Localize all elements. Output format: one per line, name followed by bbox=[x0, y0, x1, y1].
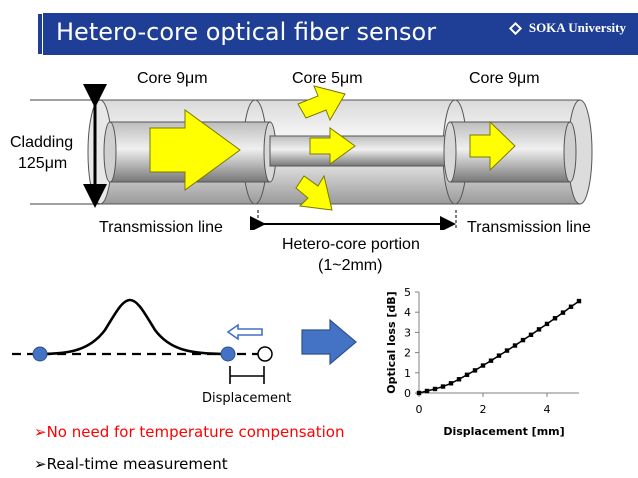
y-tick-label: 1 bbox=[404, 367, 411, 380]
bullet-item-realtime: ➢Real-time measurement bbox=[34, 455, 228, 473]
bullet-arrow-icon: ➢ bbox=[34, 455, 47, 473]
data-point bbox=[520, 337, 526, 343]
bullet-text: Real-time measurement bbox=[46, 455, 228, 473]
data-point bbox=[432, 386, 438, 392]
data-point bbox=[480, 363, 486, 368]
original-position-marker bbox=[257, 346, 273, 362]
light-arrow-upper bbox=[297, 85, 346, 122]
logo-text: SOKA University bbox=[528, 20, 626, 35]
data-point bbox=[488, 358, 494, 363]
y-axis-title: Optical loss [dB] bbox=[385, 291, 398, 393]
data-point bbox=[536, 327, 542, 332]
core-right bbox=[443, 121, 577, 183]
bullet-arrow-icon: ➢ bbox=[34, 423, 47, 441]
core-middle bbox=[269, 135, 451, 167]
data-point bbox=[504, 348, 510, 353]
x-tick-label: 4 bbox=[544, 403, 551, 416]
slide-title: Hetero-core optical fiber sensor bbox=[56, 18, 437, 46]
light-arrow-middle bbox=[309, 127, 356, 165]
data-point bbox=[528, 332, 534, 338]
result-arrow-icon bbox=[301, 318, 357, 366]
y-tick-label: 2 bbox=[404, 347, 411, 360]
data-point bbox=[544, 321, 550, 327]
series-line bbox=[418, 300, 580, 394]
x-axis-title: Displacement [mm] bbox=[443, 425, 564, 438]
bullet-item-temperature: ➢No need for temperature compensation bbox=[34, 423, 344, 441]
cladding-label-line1: Cladding bbox=[10, 134, 74, 151]
x-tick-label: 2 bbox=[480, 403, 487, 416]
university-logo: SOKA University bbox=[508, 20, 626, 36]
core-left-label: Core 9μm bbox=[137, 70, 208, 87]
y-tick-label: 3 bbox=[404, 326, 411, 339]
transmission-left-label: Transmission line bbox=[99, 219, 223, 236]
data-point bbox=[496, 353, 502, 358]
data-point bbox=[456, 377, 462, 382]
data-point bbox=[448, 381, 454, 386]
light-arrow-right bbox=[469, 120, 516, 172]
data-point bbox=[424, 388, 430, 394]
core-right-label: Core 9μm bbox=[469, 70, 540, 87]
data-point bbox=[440, 384, 446, 389]
data-point bbox=[552, 316, 558, 321]
hetero-label-line2: (1~2mm) bbox=[318, 257, 383, 274]
transmission-right-label: Transmission line bbox=[467, 219, 591, 236]
data-point bbox=[560, 310, 566, 315]
hetero-label-line1: Hetero-core portion bbox=[282, 236, 420, 253]
title-accent-bar bbox=[38, 14, 42, 54]
fiber-diagram bbox=[30, 84, 593, 230]
moving-point bbox=[220, 346, 236, 362]
left-direction-arrow-icon bbox=[226, 323, 263, 341]
y-tick-label: 5 bbox=[404, 286, 411, 299]
cladding-label-line2: 125μm bbox=[18, 155, 68, 172]
gaussian-peak-curve bbox=[39, 298, 229, 356]
data-point bbox=[472, 368, 478, 373]
displacement-schematic bbox=[12, 298, 273, 384]
fixed-point-left bbox=[32, 346, 48, 362]
logo-mark-icon bbox=[508, 21, 522, 35]
y-tick-label: 0 bbox=[404, 387, 411, 400]
data-point bbox=[464, 372, 470, 378]
data-point bbox=[416, 390, 422, 396]
data-point bbox=[576, 298, 582, 304]
x-tick-label: 0 bbox=[416, 403, 423, 416]
data-point bbox=[512, 343, 518, 348]
data-point bbox=[568, 304, 574, 309]
light-arrow-left bbox=[149, 109, 241, 191]
core-mid-label: Core 5μm bbox=[292, 70, 363, 87]
displacement-label: Displacement bbox=[202, 391, 292, 406]
title-bar bbox=[43, 13, 638, 55]
y-tick-label: 4 bbox=[404, 306, 411, 319]
bullet-text: No need for temperature compensation bbox=[46, 423, 345, 441]
light-arrow-lower bbox=[295, 174, 333, 211]
